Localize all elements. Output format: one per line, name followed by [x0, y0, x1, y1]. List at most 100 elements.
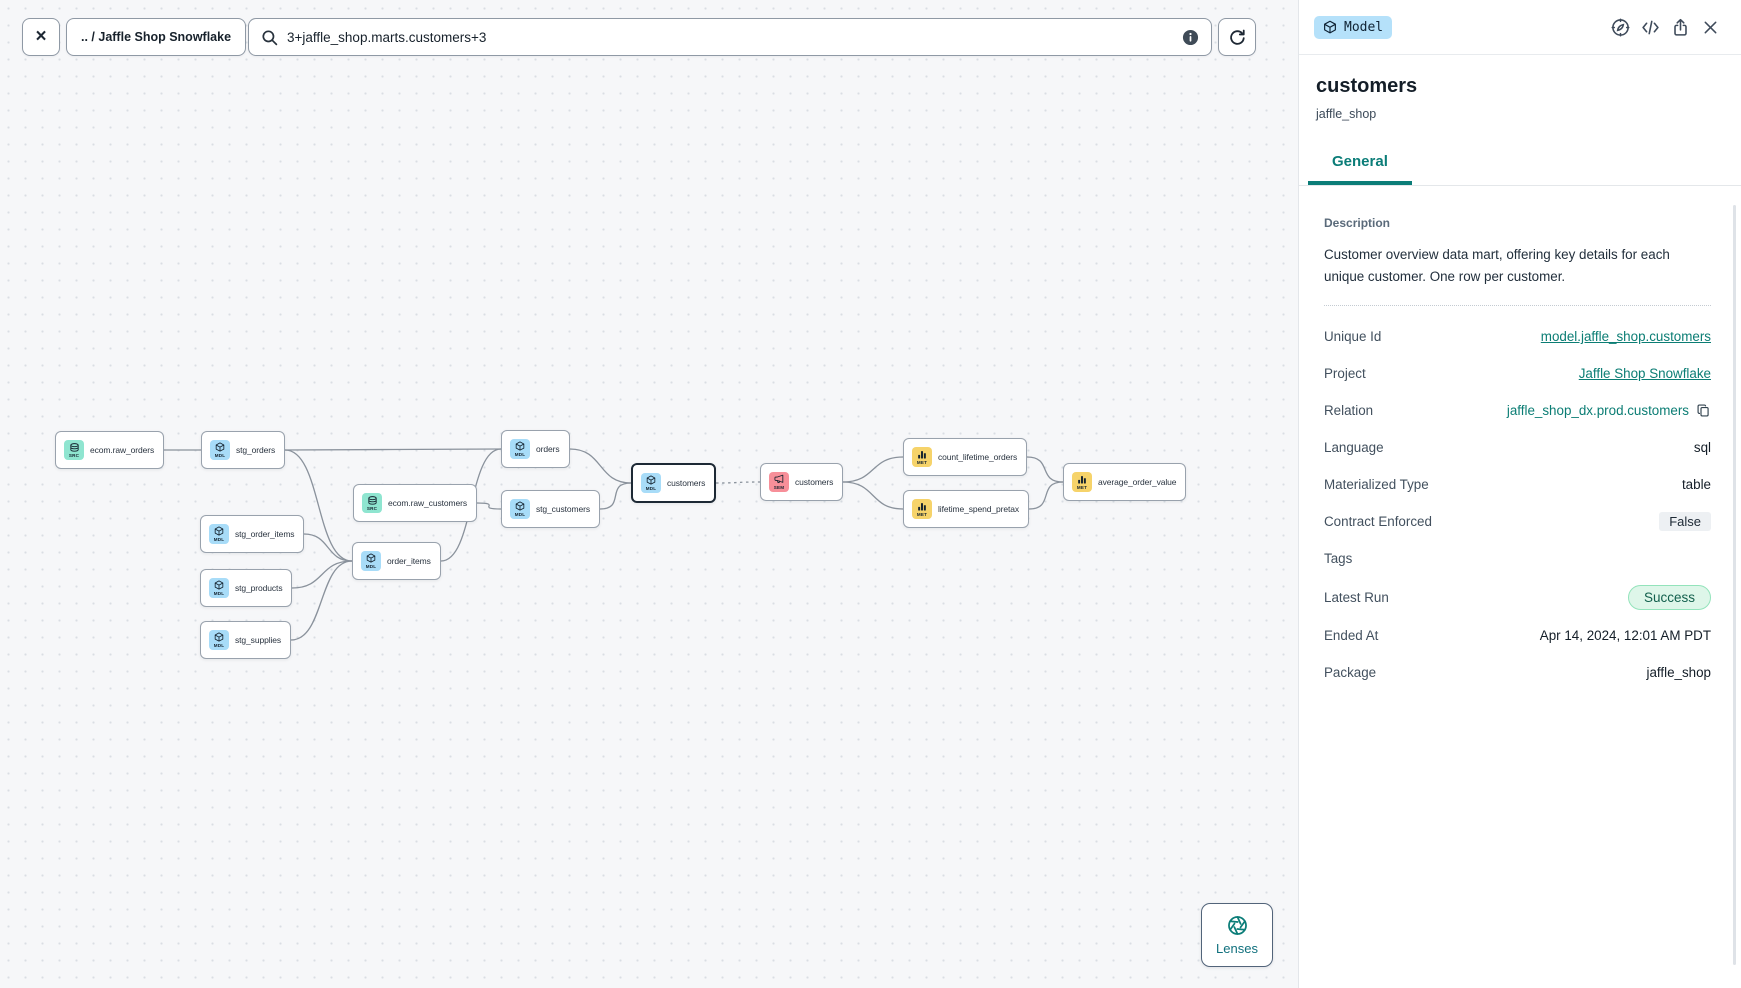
search-input[interactable] — [287, 29, 1182, 45]
node-label: stg_order_items — [235, 529, 295, 539]
node-stg_supplies[interactable]: MDL stg_supplies — [200, 621, 292, 659]
cube-icon: MDL — [510, 499, 530, 519]
field-label: Latest Run — [1324, 589, 1389, 605]
lenses-button[interactable]: Lenses — [1201, 903, 1273, 967]
general-section: Description Customer overview data mart,… — [1299, 186, 1741, 684]
explore-lineage-button[interactable] — [1605, 12, 1635, 42]
node-label: lifetime_spend_pretax — [938, 504, 1020, 514]
edge-customers_sem-to-lifetime_spend_pretax — [842, 481, 904, 510]
description-text: Customer overview data mart, offering ke… — [1324, 247, 1670, 285]
panel-scrollbar[interactable] — [1733, 205, 1736, 965]
share-button[interactable] — [1665, 12, 1695, 42]
cube-icon: MDL — [209, 630, 229, 650]
bar-chart-icon: MET — [912, 499, 932, 519]
megaphone-icon: SEM — [769, 472, 789, 492]
bar-chart-icon: MET — [1072, 472, 1092, 492]
node-average_order_value[interactable]: MET average_order_value — [1063, 463, 1187, 501]
field-value: False — [1659, 512, 1711, 531]
cube-icon: MDL — [209, 578, 229, 598]
edge-stg_supplies-to-order_items — [290, 560, 353, 641]
node-label: ecom.raw_customers — [388, 498, 467, 508]
edge-lifetime_spend_pretax-to-average_order_value — [1028, 481, 1064, 510]
share-icon — [1671, 18, 1690, 37]
node-label: customers — [667, 478, 706, 488]
breadcrumb[interactable]: .. / Jaffle Shop Snowflake — [66, 18, 247, 56]
aperture-icon — [1227, 915, 1248, 936]
edge-stg_orders-to-orders — [284, 448, 502, 451]
field-label: Tags — [1324, 551, 1353, 566]
edge-customers_sem-to-count_lifetime_orders — [842, 456, 904, 483]
field-value: jaffle_shop_dx.prod.customers — [1506, 403, 1689, 418]
field-row-unique-id: Unique Id model.jaffle_shop.customers — [1324, 326, 1711, 348]
copy-icon[interactable] — [1696, 403, 1711, 418]
node-label: stg_orders — [236, 445, 276, 455]
field-value: table — [1681, 477, 1711, 492]
code-icon — [1641, 18, 1660, 37]
edge-customers-to-customers_sem — [715, 481, 761, 484]
field-row-materialized-type: Materialized Type table — [1324, 474, 1711, 496]
close-graph-button[interactable]: × — [22, 18, 60, 56]
tab-general[interactable]: General — [1308, 143, 1412, 185]
edge-stg_customers-to-customers — [599, 482, 632, 510]
field-label: Package — [1324, 665, 1377, 680]
close-panel-button[interactable] — [1695, 12, 1725, 42]
description-label: Description — [1324, 216, 1391, 230]
cube-icon — [1323, 20, 1337, 34]
edge-stg_order_items-to-order_items — [303, 533, 353, 562]
cube-icon: MDL — [361, 551, 381, 571]
field-label: Ended At — [1324, 628, 1379, 643]
page-title: customers — [1316, 75, 1418, 97]
lineage-search-bar[interactable] — [248, 18, 1212, 56]
status-badge: Success — [1627, 584, 1711, 610]
node-label: orders — [536, 444, 560, 454]
refresh-icon — [1228, 28, 1247, 47]
resource-type-label: Model — [1344, 19, 1384, 35]
divider — [1324, 304, 1711, 306]
field-label: Materialized Type — [1324, 477, 1429, 492]
refresh-button[interactable] — [1218, 18, 1256, 56]
node-label: average_order_value — [1098, 477, 1177, 487]
field-value[interactable]: model.jaffle_shop.customers — [1540, 329, 1711, 344]
panel-header: Model — [1299, 0, 1741, 55]
database-icon: SRC — [362, 493, 382, 513]
edge-count_lifetime_orders-to-average_order_value — [1026, 456, 1064, 483]
field-value: jaffle_shop — [1646, 665, 1711, 680]
node-customers_sem[interactable]: SEM customers — [760, 463, 844, 501]
node-label: stg_products — [235, 583, 283, 593]
edge-orders-to-customers — [569, 448, 632, 484]
node-label: customers — [795, 477, 834, 487]
view-code-button[interactable] — [1635, 12, 1665, 42]
field-row-tags: Tags — [1324, 548, 1711, 570]
edge-layer — [163, 448, 1064, 641]
edge-stg_products-to-order_items — [291, 560, 353, 589]
lineage-canvas[interactable]: × .. / Jaffle Shop Snowflake — [0, 0, 1298, 988]
node-raw_orders[interactable]: SRC ecom.raw_orders — [55, 431, 165, 469]
node-label: stg_supplies — [235, 635, 282, 645]
database-icon: SRC — [64, 440, 84, 460]
field-value[interactable]: Jaffle Shop Snowflake — [1578, 366, 1711, 381]
edge-stg_orders-to-order_items — [284, 449, 353, 562]
node-label: ecom.raw_orders — [90, 445, 155, 455]
node-label: count_lifetime_orders — [938, 452, 1018, 462]
field-label: Unique Id — [1324, 329, 1382, 344]
node-stg_products[interactable]: MDL stg_products — [200, 569, 293, 607]
details-panel: Model — [1298, 0, 1741, 988]
field-label: Language — [1324, 440, 1384, 455]
info-icon[interactable] — [1182, 29, 1199, 46]
field-row-package: Package jaffle_shop — [1324, 662, 1711, 684]
node-raw_customers[interactable]: SRC ecom.raw_customers — [353, 484, 477, 522]
node-lifetime_spend_pretax[interactable]: MET lifetime_spend_pretax — [903, 490, 1030, 528]
field-row-latest-run: Latest Run Success — [1324, 584, 1711, 610]
project-subtitle: jaffle_shop — [1316, 107, 1377, 121]
